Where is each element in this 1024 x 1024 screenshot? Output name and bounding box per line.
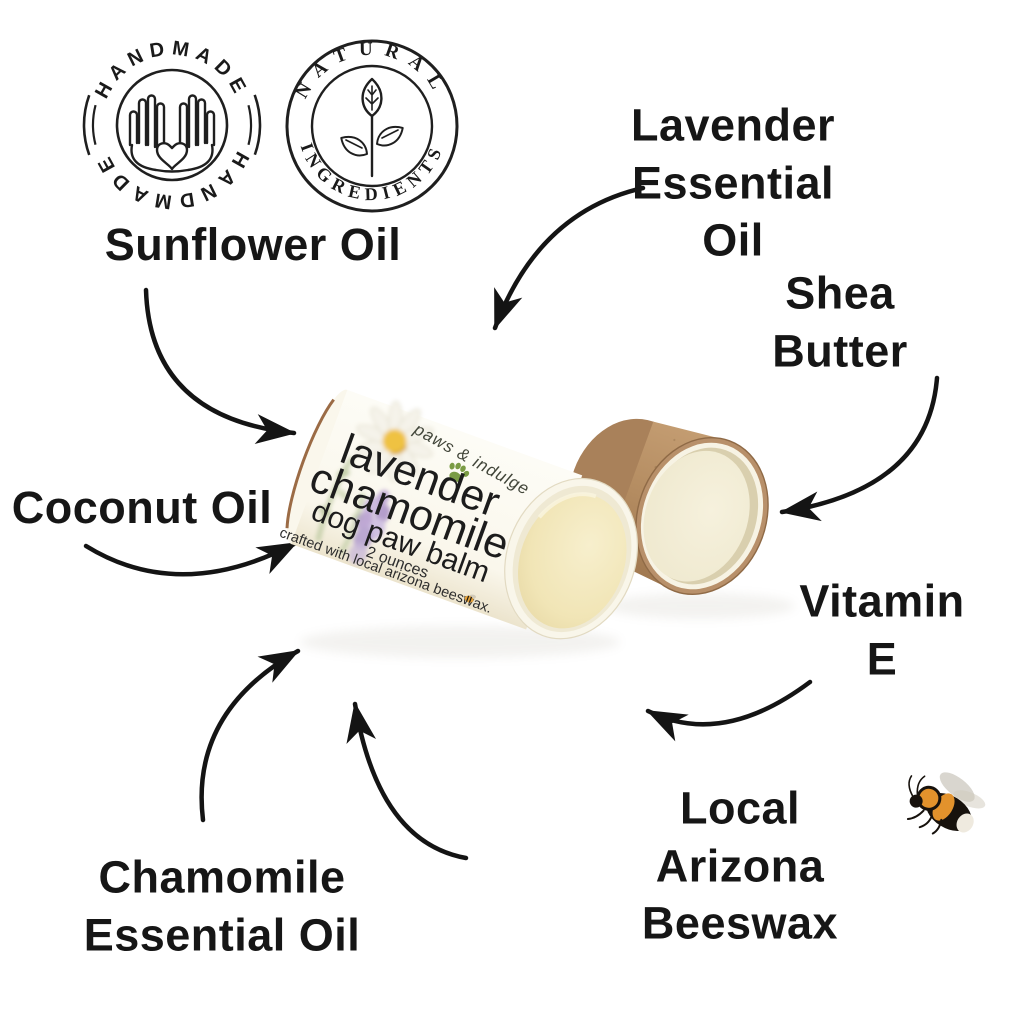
arrow-shea xyxy=(779,375,940,522)
bee-wing xyxy=(953,790,986,809)
ingredient-label-local-arizona-beeswax: Local Arizona Beeswax xyxy=(641,782,839,949)
badge-inner-circle xyxy=(115,68,229,182)
ingredient-label-vitamin-e: Vitamin E xyxy=(799,575,965,684)
chamomile-flower-art xyxy=(355,400,434,482)
badge-outer-circle xyxy=(285,39,459,213)
arrow-lavender xyxy=(492,185,646,331)
product-tube: paws & indulge lavender chamomile dog pa… xyxy=(277,388,639,640)
handmade-badge: HANDMADE HANDMADE xyxy=(82,35,262,215)
arrow-vitamin-e xyxy=(645,679,813,742)
leaf-sprig-icon xyxy=(336,77,408,178)
arrow-chamomile xyxy=(199,648,301,823)
bee-antennae xyxy=(908,775,926,798)
badge-inner-circle xyxy=(310,64,434,188)
bee-legs xyxy=(906,809,943,835)
ingredient-label-lavender-essential-oil: Lavender Essential Oil xyxy=(630,99,836,266)
product-photo: paws & indulge lavender chamomile dog pa… xyxy=(277,388,795,658)
natural-ingredients-badge: NATURAL INGREDIENTS xyxy=(285,39,459,213)
label-artwork xyxy=(315,400,434,565)
lavender-sprig-art xyxy=(348,490,391,565)
bee-head xyxy=(909,794,923,808)
bee-tail xyxy=(956,813,974,833)
tiny-bee-icon xyxy=(464,594,476,603)
arrow-beeswax xyxy=(346,701,469,861)
paw-print-icon xyxy=(449,462,470,482)
cap-shadow xyxy=(605,593,795,619)
ingredient-label-shea-butter: Shea Butter xyxy=(772,267,908,376)
tube-opening xyxy=(504,477,639,640)
annotation-arrows xyxy=(83,185,940,861)
arrow-coconut xyxy=(83,540,299,577)
arrow-sunflower xyxy=(143,287,297,444)
balm-surface xyxy=(518,493,627,629)
ingredient-label-sunflower-oil: Sunflower Oil xyxy=(104,219,402,271)
ingredient-label-coconut-oil: Coconut Oil xyxy=(11,482,273,534)
hands-holding-heart-icon xyxy=(128,94,216,173)
bee-illustration xyxy=(906,772,986,835)
ingredient-label-chamomile-essential-oil: Chamomile Essential Oil xyxy=(83,851,361,960)
